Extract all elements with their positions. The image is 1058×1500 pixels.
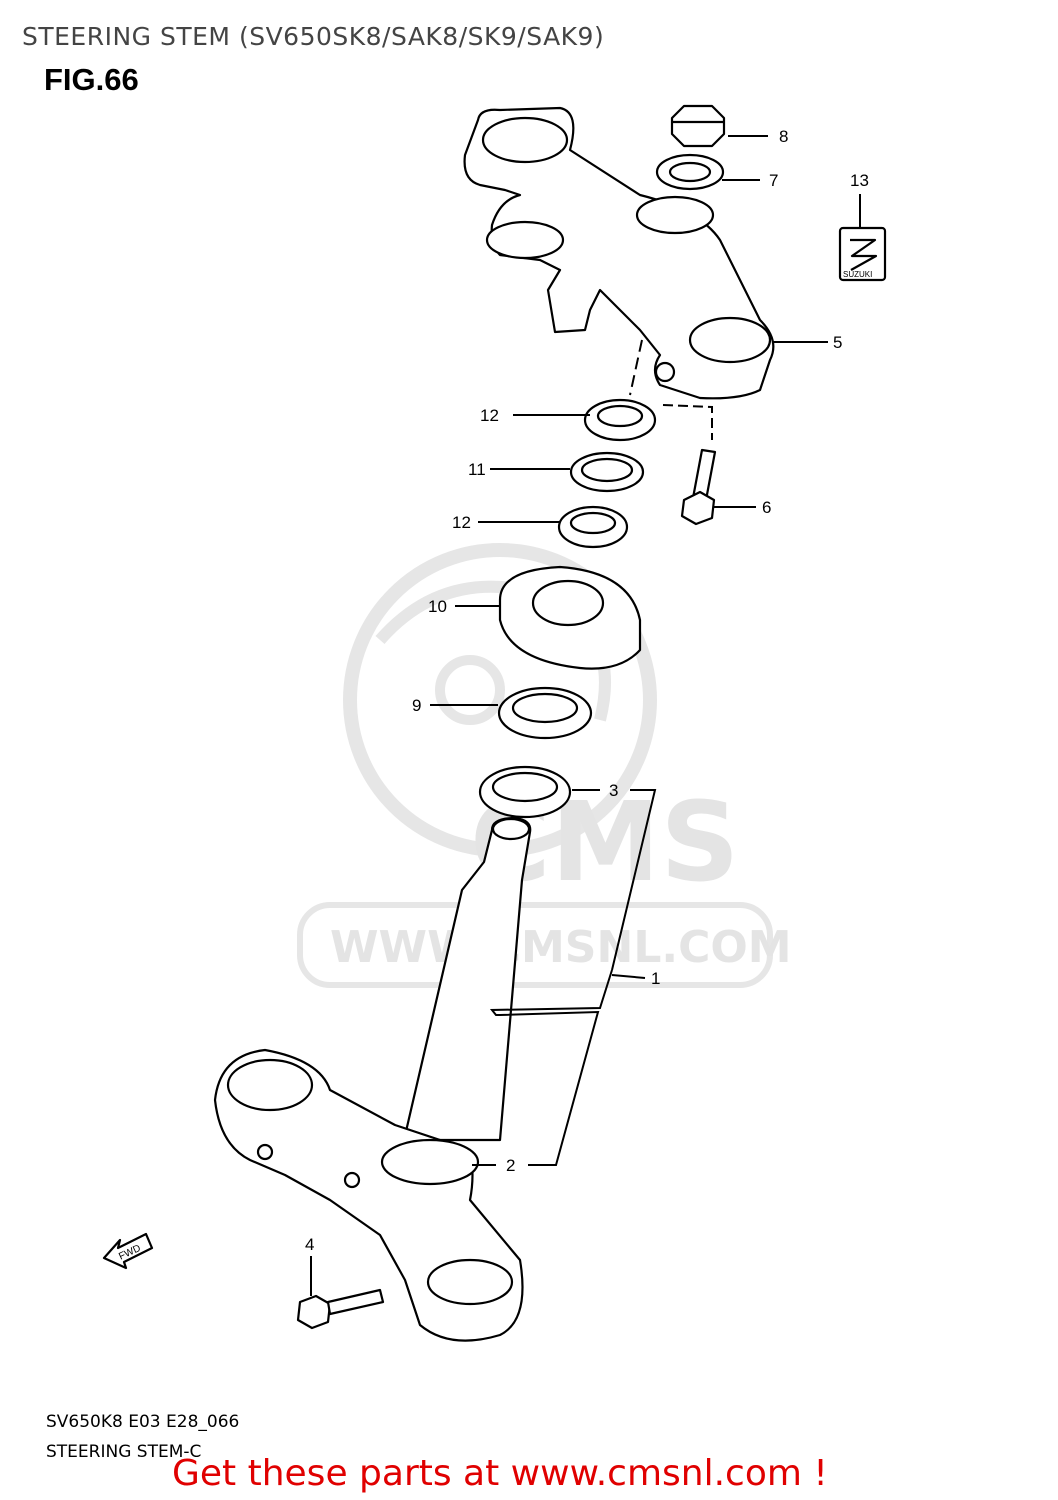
callout-4: 4: [305, 1235, 314, 1254]
leader-lines: [310, 135, 861, 1296]
diagram-subtitle: STEERING STEM-C: [46, 1442, 202, 1462]
callout-10: 10: [428, 597, 447, 616]
callout-13: 13: [850, 171, 869, 190]
fwd-arrow-icon: FWD: [102, 1232, 154, 1270]
callout-5: 5: [833, 333, 842, 352]
steering-stem-shaft: [402, 816, 532, 1142]
callout-8: 8: [779, 127, 788, 146]
callout-11: 11: [468, 460, 486, 479]
bracket-bolt: [296, 1288, 385, 1330]
callout-9: 9: [412, 696, 421, 715]
watermark-url: WWW.CMSNL.COM: [330, 922, 792, 973]
callout-1: 1: [651, 969, 660, 988]
callout-3: 3: [609, 781, 618, 800]
callout-labels: 8 7 13 5 12 11 6 12 10 9 3 1 2 4: [305, 127, 869, 1254]
figure-number: FIG.66: [44, 62, 139, 97]
lower-bearing: [478, 765, 572, 819]
cap-bolt: [670, 104, 726, 148]
dust-seal: [498, 565, 642, 670]
callout-12-lower: 12: [452, 513, 471, 532]
promo-link[interactable]: Get these parts at www.cmsnl.com !: [172, 1453, 828, 1494]
washer: [655, 153, 725, 191]
lock-nut-lower: [557, 505, 629, 549]
emblem-label: SUZUKI: [843, 270, 872, 279]
lock-nut-upper: [583, 398, 657, 442]
callout-6: 6: [762, 498, 771, 517]
diagram-code: SV650K8 E03 E28_066: [46, 1412, 240, 1432]
lock-washer: [569, 451, 645, 493]
upper-bearing: [497, 686, 593, 740]
lower-bracket: [213, 1048, 524, 1342]
pinch-bolt: [680, 448, 717, 526]
page-title: STEERING STEM (SV650SK8/SAK8/SK9/SAK9): [22, 22, 605, 51]
callout-7: 7: [769, 171, 778, 190]
upper-bracket: [463, 106, 775, 400]
callout-2: 2: [506, 1156, 515, 1175]
callout-12-upper: 12: [480, 406, 499, 425]
suzuki-emblem-icon: [838, 226, 887, 282]
